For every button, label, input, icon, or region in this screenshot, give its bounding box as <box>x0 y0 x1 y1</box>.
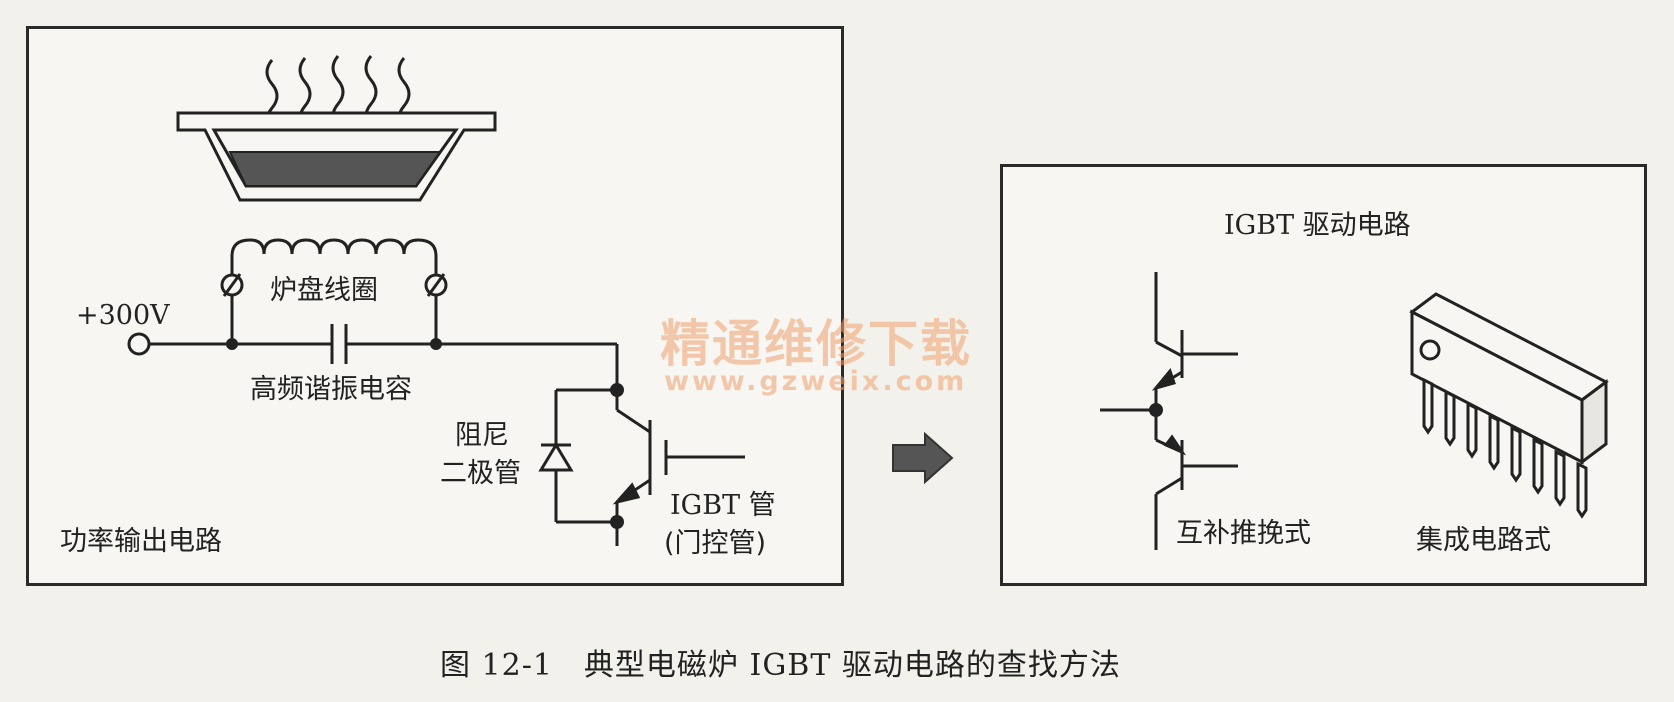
igbt-drive-title: IGBT 驱动电路 <box>1224 210 1411 241</box>
junction-dot <box>1149 403 1163 417</box>
junction-dot <box>226 338 624 529</box>
ic-chip-icon <box>1409 292 1609 519</box>
damper-diode-label-2: 二极管 <box>440 458 521 489</box>
push-pull-label: 互补推挽式 <box>1176 518 1311 549</box>
igbt-label-2: (门控管) <box>664 528 767 559</box>
push-pull-transistor-icon <box>1100 272 1238 550</box>
arrow-right-icon <box>892 431 954 485</box>
panel-label: 功率输出电路 <box>60 526 222 557</box>
coil-label: 炉盘线圈 <box>270 275 378 306</box>
watermark-title: 精通维修下载 <box>660 315 972 373</box>
coil-terminal-icon <box>220 273 448 297</box>
igbt-icon <box>612 390 745 546</box>
voltage-label: +300V <box>76 300 170 331</box>
pot-icon <box>176 111 497 202</box>
supply-rail <box>127 324 619 390</box>
damper-diode-icon <box>538 388 617 524</box>
igbt-label-1: IGBT 管 <box>670 490 776 521</box>
damper-diode-label-1: 阻尼 <box>455 420 509 451</box>
watermark-url: www.gzweix.com <box>664 366 968 397</box>
ic-label: 集成电路式 <box>1416 525 1551 556</box>
figure-caption: 图 12-1 典型电磁炉 IGBT 驱动电路的查找方法 <box>440 648 1121 683</box>
capacitor-label: 高频谐振电容 <box>250 374 412 405</box>
